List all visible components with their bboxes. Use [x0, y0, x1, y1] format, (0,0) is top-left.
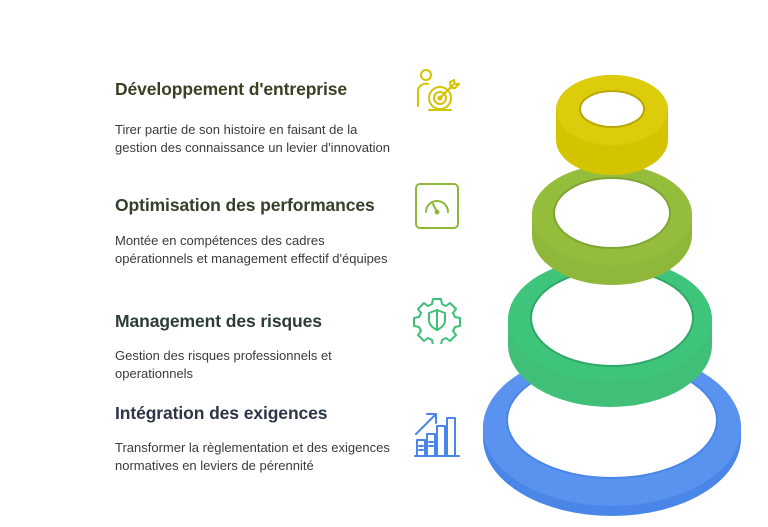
- growth-chart-icon: [413, 410, 461, 458]
- gauge-icon: [413, 182, 461, 230]
- target-person-icon: [413, 66, 461, 114]
- item-description: Transformer la règlementation et des exi…: [115, 440, 390, 473]
- ring-optimisation: [532, 165, 692, 285]
- item-title: Optimisation des performances: [115, 195, 375, 215]
- item-description: Montée en compétences des cadres opérati…: [115, 233, 388, 266]
- item-optimisation: Optimisation des performances Montée en …: [115, 194, 415, 267]
- stacked-rings-graphic: [483, 75, 741, 516]
- item-title: Intégration des exigences: [115, 403, 328, 423]
- item-title: Management des risques: [115, 311, 322, 331]
- item-integration: Intégration des exigences Transformer la…: [115, 402, 415, 474]
- item-developpement: Développement d'entreprise Tirer partie …: [115, 78, 415, 156]
- item-description: Tirer partie de son histoire en faisant …: [115, 122, 390, 155]
- shield-gear-icon: [413, 296, 461, 344]
- item-title: Développement d'entreprise: [115, 79, 348, 99]
- ring-developpement: [556, 75, 668, 175]
- item-management-risques: Management des risques Gestion des risqu…: [115, 310, 415, 382]
- ring-management-risques: [508, 258, 712, 407]
- item-description: Gestion des risques professionnels et op…: [115, 348, 332, 381]
